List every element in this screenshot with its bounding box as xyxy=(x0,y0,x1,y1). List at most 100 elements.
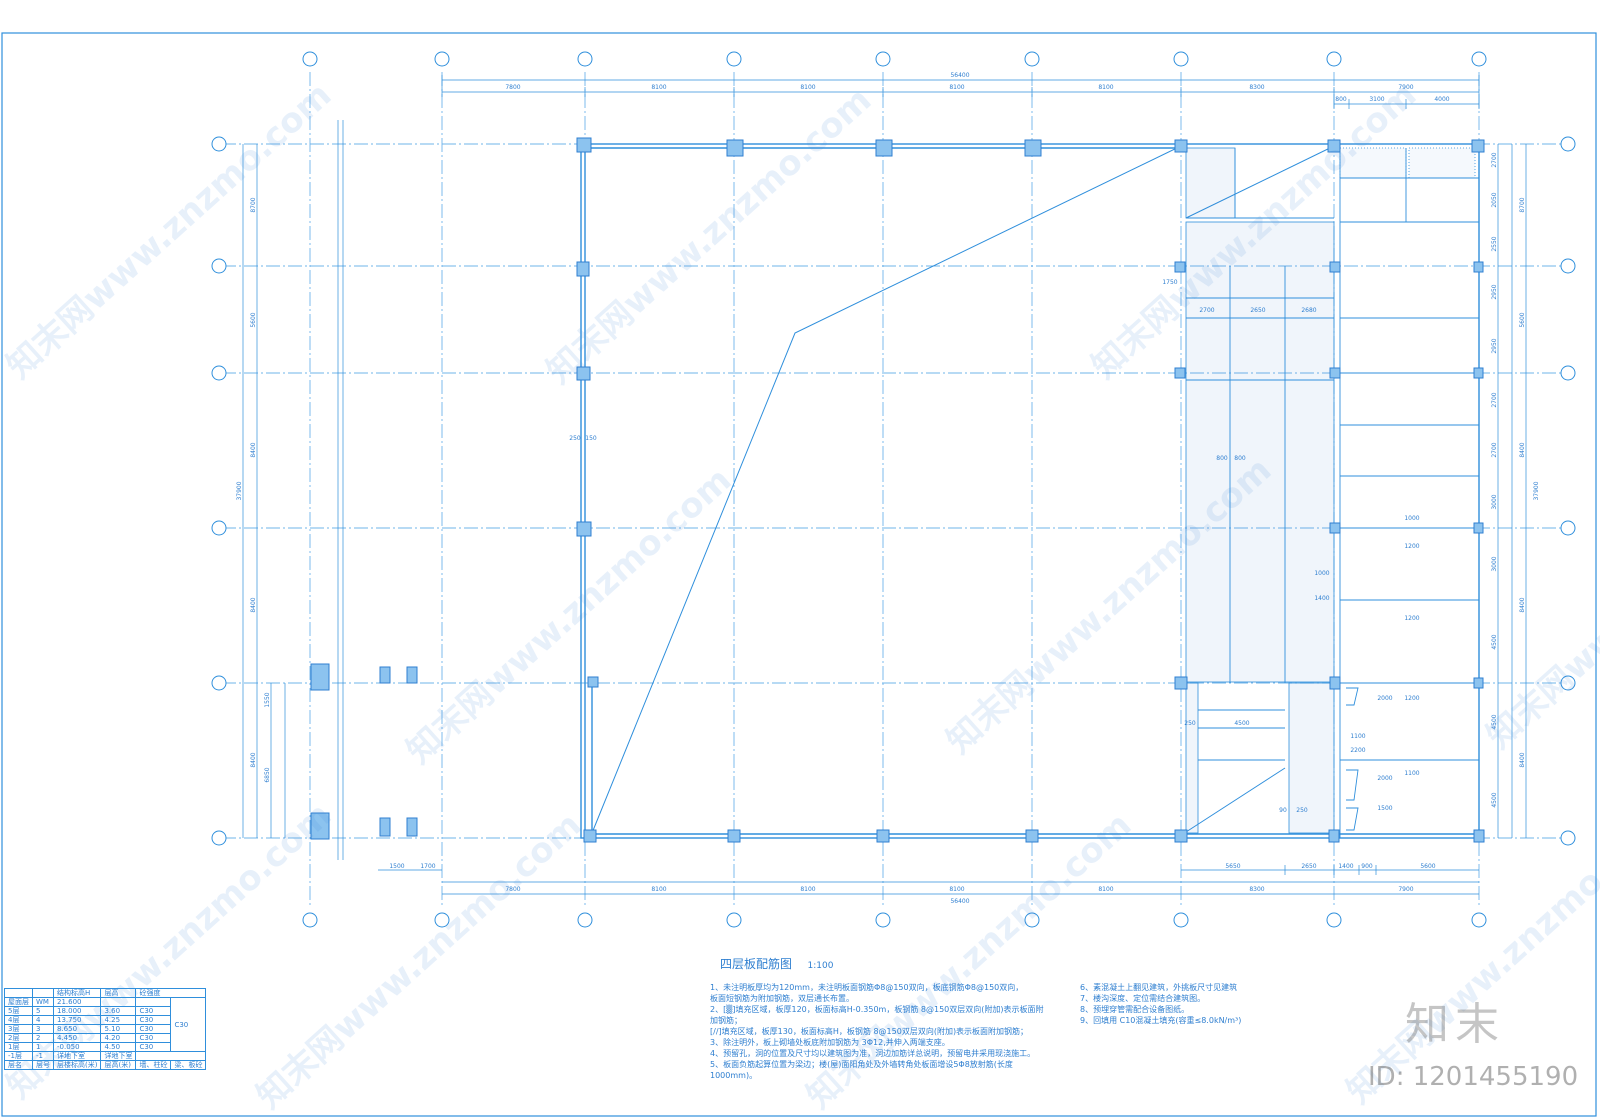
table-cell: 4.450 xyxy=(52,1033,102,1043)
dim-stair-2: 2650 xyxy=(1250,307,1265,314)
table-cell: 3 xyxy=(32,1024,54,1034)
table-cell: WM xyxy=(32,997,54,1007)
dim-bottom-4: 8100 xyxy=(949,886,964,893)
dim-stair-1: 2700 xyxy=(1199,307,1214,314)
dim-top-sub-2: 3100 xyxy=(1369,96,1384,103)
dim-left-3: 8400 xyxy=(250,442,257,457)
dim-stair-5: 800 xyxy=(1216,455,1228,462)
table-row: -1层 -1 详地下室 详地下室 xyxy=(4,1051,207,1061)
dim-bottom-sub-3: 1400 xyxy=(1338,863,1353,870)
table-footer-cell: 墙、柱砼 xyxy=(135,1060,172,1070)
dim-right-sub-8: 3000 xyxy=(1491,494,1498,509)
table-header-cell xyxy=(4,988,33,998)
table-cell: 13.750 xyxy=(52,1015,102,1025)
image-id-label: ID: 1201455190 xyxy=(1368,1062,1579,1092)
left-dimension-texts: 8700 5600 8400 8400 8400 37900 1550 6850 xyxy=(236,197,271,782)
dim-room-1: 1000 xyxy=(1314,570,1329,577)
dim-right-4: 8400 xyxy=(1519,597,1526,612)
dim-lower-4: 250 xyxy=(1296,807,1308,814)
dim-left-4: 8400 xyxy=(250,597,257,612)
top-dimension-lines xyxy=(441,75,1480,109)
table-cell: -0.050 xyxy=(52,1042,102,1052)
dim-bottom-sub-2: 2650 xyxy=(1301,863,1316,870)
table-footer-cell: 层高(米) xyxy=(100,1060,137,1070)
note-line: 8、预埋穿管需配合设备图纸。 xyxy=(1080,1005,1190,1014)
note-line: 6、素混凝土上翻见建筑，外挑板尺寸见建筑 xyxy=(1080,983,1238,992)
dim-center-width-1: 250 xyxy=(569,435,581,442)
table-cell: 详地下室 xyxy=(52,1051,102,1061)
dimension-texts: 56400 7800 8100 8100 8100 8100 8300 7900… xyxy=(389,72,1449,905)
table-header-cell: 层高 xyxy=(100,988,137,998)
table-cell: 2层 xyxy=(4,1033,33,1043)
table-footer-row: 层名 层号 层楼标高(米) 层高(米) 墙、柱砼 梁、板砼 xyxy=(4,1060,207,1070)
note-line: [//]填充区域，板厚130，板面标高H，板钢筋 8@150双层双向(附加)表示… xyxy=(710,1027,1029,1036)
table-cell: 5.10 xyxy=(100,1024,137,1034)
table-cell: 详地下室 xyxy=(100,1051,137,1061)
drawing-title-block: 四层板配筋图 1:100 xyxy=(720,955,833,972)
table-cell: 4.25 xyxy=(100,1015,137,1025)
brand-logo: 知末 xyxy=(1405,999,1505,1050)
table-cell: C30 xyxy=(135,1015,172,1025)
dim-bottom-sub-1: 5650 xyxy=(1225,863,1240,870)
dim-lower-1: 4500 xyxy=(1234,720,1249,727)
sheet-border xyxy=(1,32,1597,1117)
dim-right-sub-12: 4500 xyxy=(1491,792,1498,807)
slab-opening-diagonal xyxy=(591,145,1335,834)
table-cell: C30 xyxy=(135,1006,172,1016)
table-row: 屋面层 WM 21.600 C30 xyxy=(4,997,207,1052)
dim-left-2: 5600 xyxy=(250,312,257,327)
dim-stair-3: 2680 xyxy=(1301,307,1316,314)
note-line: 板面短钢筋为附加钢筋，双层通长布置。 xyxy=(710,994,854,1003)
dim-bottom-1: 7800 xyxy=(505,886,520,893)
table-cell: 4.20 xyxy=(100,1033,137,1043)
dim-left-5: 8400 xyxy=(250,752,257,767)
bottom-dimension-lines xyxy=(378,865,1479,895)
note-line: 7、楼沟深度、定位需结合建筑图。 xyxy=(1080,994,1206,1003)
note-line: 2、[▒]填充区域，板厚120，板面标高H-0.350m，板钢筋 8@150双层… xyxy=(710,1005,1044,1025)
table-cell: 5 xyxy=(32,1006,54,1016)
dim-top-2: 8100 xyxy=(651,84,666,91)
dim-right-sub-11: 4500 xyxy=(1491,714,1498,729)
dim-center-width-2: 150 xyxy=(585,435,597,442)
dim-left-extra-2: 6850 xyxy=(264,767,271,782)
dim-room-10: 1100 xyxy=(1404,770,1419,777)
columns xyxy=(310,137,1485,843)
dim-bottom-6: 8300 xyxy=(1249,886,1264,893)
note-line: 3、除注明外，板上砌墙处板底附加钢筋为 3Φ12,并伸入两端支座。 xyxy=(710,1038,950,1047)
dim-top-1: 7800 xyxy=(505,84,520,91)
dim-bottom-5: 8100 xyxy=(1098,886,1113,893)
table-header-cell xyxy=(32,988,54,998)
table-header-cell: 砼强度 xyxy=(135,988,207,998)
table-cell xyxy=(100,997,137,1007)
dim-room-12: 1400 xyxy=(1314,595,1329,602)
grid-bubbles xyxy=(211,51,1576,928)
left-dimension-lines xyxy=(242,120,344,860)
dim-stair-4: 1750 xyxy=(1162,279,1177,286)
dim-bottom-sub-4: 900 xyxy=(1361,863,1373,870)
dim-right-sub-3: 2550 xyxy=(1491,236,1498,251)
watermark-2: 知末网www.znzmo.com xyxy=(539,80,879,392)
dim-top-sub-1: 800 xyxy=(1335,96,1347,103)
dim-stair-6: 800 xyxy=(1234,455,1246,462)
dim-right-sub-6: 2700 xyxy=(1491,392,1498,407)
dim-left-bottom-2: 1700 xyxy=(420,863,435,870)
dim-right-sub-2: 2050 xyxy=(1491,192,1498,207)
dim-left-bottom-1: 1500 xyxy=(389,863,404,870)
table-cell: 18.000 xyxy=(52,1006,102,1016)
table-cell: 3.60 xyxy=(100,1006,137,1016)
hatched-slab-areas xyxy=(1185,147,1476,834)
notes-left: 1、未注明板厚均为120mm，未注明板面钢筋Φ8@150双向，板底钢筋Φ8@15… xyxy=(710,982,1045,1081)
dim-bottom-2: 8100 xyxy=(651,886,666,893)
dim-bottom-sub-5: 5600 xyxy=(1420,863,1435,870)
dim-overall-top: 56400 xyxy=(950,72,969,79)
table-cell: C30 xyxy=(135,1024,172,1034)
watermark-1: 知末网www.znzmo.com xyxy=(0,75,339,387)
table-cell: 1 xyxy=(32,1042,54,1052)
dim-right-sub-4: 2950 xyxy=(1491,284,1498,299)
dim-lower-3: 90 xyxy=(1279,807,1287,814)
dim-left-1: 8700 xyxy=(250,197,257,212)
watermark-5: 知末网www.znzmo.com xyxy=(399,460,739,772)
table-cell: 屋面层 xyxy=(4,997,33,1007)
table-cell: 3层 xyxy=(4,1024,33,1034)
